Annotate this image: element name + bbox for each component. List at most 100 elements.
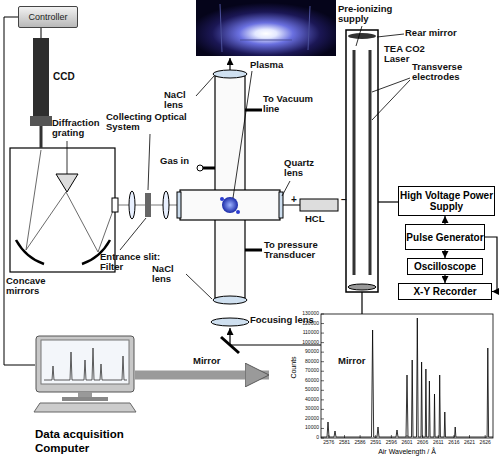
node-text: Controller [28,12,67,22]
leader-line [377,34,404,37]
plasma-spot [220,197,224,201]
monitor [36,336,134,392]
axis-tick-label: 2601 [398,440,416,445]
part-label: To pressure Transducer [264,240,328,261]
quartz-window [177,192,181,218]
part-label: − [341,195,349,206]
axis-tick-label: 2576 [320,440,338,445]
ccd-camera [33,38,49,116]
part-label: Diffraction grating [52,118,112,139]
axis-tick-label: 100000 [292,340,319,345]
axis-tick-label: 2581 [335,440,353,445]
part-label: Concave mirrors [6,276,52,297]
collecting-lens [129,191,135,219]
keyboard [34,403,136,412]
part-label: + [291,195,299,206]
leader-line [148,134,150,190]
laser-body [346,30,378,292]
leader-line [282,181,290,196]
concave-mirror [16,240,44,264]
part-label: Mirror [193,356,233,366]
data-arrow [135,371,269,380]
axis-tick-label: 110000 [292,330,319,335]
node-text: Data acquisition Computer [35,427,135,456]
part-label: Pre-ionizing supply [338,4,406,25]
nacl-lens [213,70,247,78]
axis-tick-label: 60000 [292,378,319,383]
transverse-electrode [354,50,370,275]
axis-tick-label: 40000 [292,397,319,402]
optical-path [26,150,115,252]
part-label: Quartz lens [284,158,324,179]
gas-pipe [202,110,262,250]
monitor-stand [78,392,92,397]
plasma-spot [236,210,240,214]
computer-node: Data acquisition Computer [35,335,135,460]
part-label: Rear mirror [405,28,475,38]
axis-tick-label: 130000 [292,311,319,316]
chamber-tube [215,76,245,298]
part-label: NaCl lens [152,264,186,285]
axis-tick-label: 0 [292,435,319,440]
leader-line [372,78,410,120]
hcl-lamp [300,199,338,211]
signal-arrow [444,250,445,258]
photo-detail [220,4,310,52]
axis-tick-label: 2606 [414,440,432,445]
chamber-arm [180,190,280,220]
axis-ticks [321,314,485,438]
part-label: Collecting Optical System [106,112,201,133]
node-text: Counts [290,348,297,388]
screen-spectrum [44,348,127,380]
node-text: High Voltage Power Supply [399,190,494,212]
axis-tick-label: 10000 [292,425,319,430]
monitor-screen [41,340,129,384]
controller-box: Controller [18,6,78,28]
axis-tick-label: 90000 [292,349,319,354]
entrance-slit [112,198,118,212]
part-label: Gas in [160,156,200,166]
axis-tick-label: 80000 [292,359,319,364]
node-text: Pulse Generator [406,232,483,243]
leader-line [233,71,252,198]
ccd-neck [40,126,43,148]
hv-wire [378,201,398,202]
node-text: Air Wavelength / Å [321,448,493,455]
nacl-lens [213,296,247,304]
recorder-box: X-Y Recorder [398,283,492,300]
monitor-base [62,397,108,401]
axis-tick-label: 2616 [445,440,463,445]
rear-mirror [348,33,376,39]
axis-tick-label: 2621 [461,440,479,445]
ccd-mount [30,116,52,126]
node-text: Oscilloscope [414,261,476,272]
node-text: X-Y Recorder [413,286,476,297]
controller-wire [41,28,42,38]
part-label: CCD [53,72,83,83]
output-coupler [348,284,376,290]
part-label: Transverse electrodes [412,62,474,83]
plasma-photo [196,0,336,56]
spectrometer-box [10,148,115,272]
part-label: Mirror [338,356,378,366]
leader-line [67,141,68,174]
axis-tick-label: 2626 [476,440,494,445]
filter [145,193,151,217]
axis-tick-label: 50000 [292,387,319,392]
axis-tick-label: 2586 [351,440,369,445]
plot-frame [321,314,493,438]
part-label: HCL [305,214,335,224]
part-label: To Vacuum line [263,94,319,115]
part-label: Plasma [250,60,300,70]
focusing-lens [211,318,249,326]
signal-arrow [444,275,445,283]
axis-tick-label: 70000 [292,368,319,373]
leader-line [120,218,146,250]
diffraction-grating [56,174,78,192]
axis-tick-label: 30000 [292,406,319,411]
pipe-end [197,165,203,171]
part-label: NaCl lens [164,90,196,111]
axis-tick-label: 2596 [382,440,400,445]
axis-tick-label: 120000 [292,321,319,326]
